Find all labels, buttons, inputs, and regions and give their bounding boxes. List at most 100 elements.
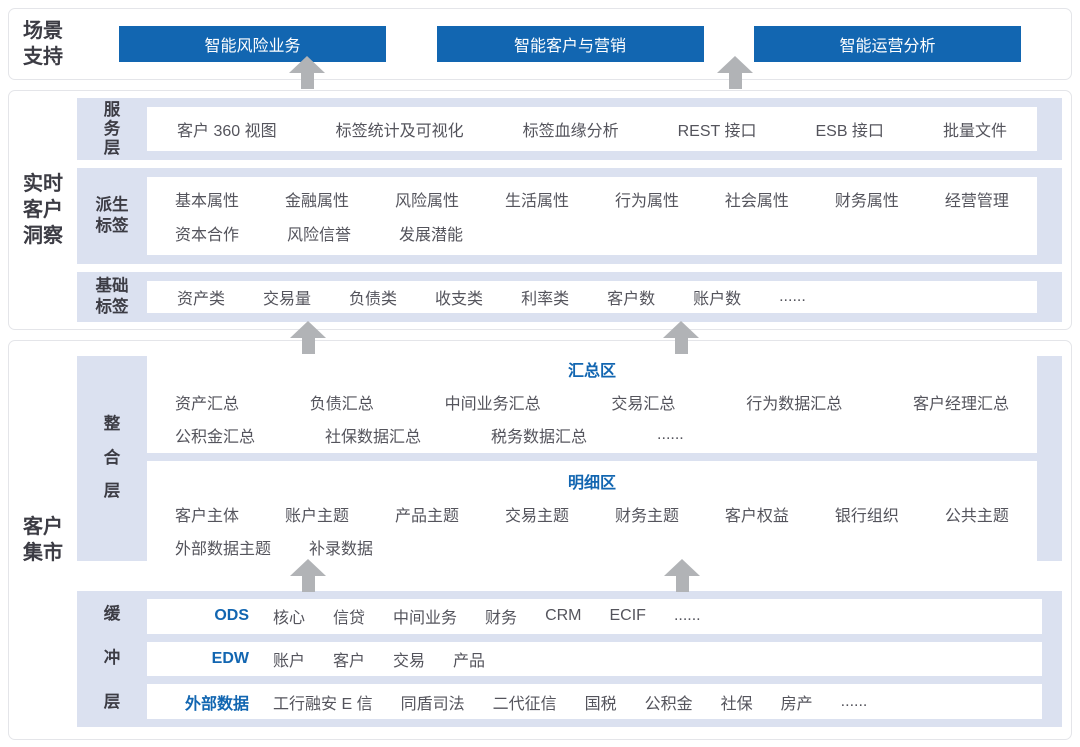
scene-support-section: 场景 支持 智能风险业务 智能客户与营销 智能运营分析 <box>8 8 1072 80</box>
summary-zone: 汇总区 资产汇总负债汇总中间业务汇总交易汇总行为数据汇总客户经理汇总 公积金汇总… <box>147 350 1037 453</box>
integration-layer-body: 汇总区 资产汇总负债汇总中间业务汇总交易汇总行为数据汇总客户经理汇总 公积金汇总… <box>147 350 1062 567</box>
buffer-item: ECIF <box>609 607 646 625</box>
scene-button-operation-analysis[interactable]: 智能运营分析 <box>754 26 1021 62</box>
basic-tags-label: 基础 标签 <box>95 276 129 317</box>
scene-support-label: 场景 支持 <box>23 20 63 68</box>
buffer-item-row: 工行融安 E 信同盾司法二代征信国税公积金社保房产...... <box>273 690 867 714</box>
basic-tag-item: ...... <box>779 288 806 306</box>
derived-tag-item: 基本属性 <box>175 193 240 211</box>
basic-tag-item: 负债类 <box>349 291 398 309</box>
buffer-item: 二代征信 <box>492 695 557 713</box>
detail-item: 产品主题 <box>394 508 459 525</box>
service-item: 标签统计及可视化 <box>335 123 464 141</box>
service-layer-label: 服 务 层 <box>103 100 121 157</box>
service-item: 客户 360 视图 <box>177 123 277 141</box>
scene-button-customer-marketing[interactable]: 智能客户与营销 <box>436 26 704 62</box>
basic-tag-row: 资产类交易量负债类收支类利率类客户数账户数...... <box>147 285 1037 309</box>
basic-tags-box: 资产类交易量负债类收支类利率类客户数账户数...... <box>147 281 1037 313</box>
summary-item: 负债汇总 <box>309 395 374 413</box>
detail-zone-title: 明细区 <box>567 475 616 492</box>
summary-item: 交易汇总 <box>611 395 676 413</box>
detail-item: 银行组织 <box>834 508 899 525</box>
summary-item: 税务数据汇总 <box>491 428 588 446</box>
buffer-keyword-ods: ODS <box>214 607 249 625</box>
derived-tag-item: 社会属性 <box>724 193 789 211</box>
derived-tag-item: 资本合作 <box>175 227 240 245</box>
buffer-item: 同盾司法 <box>400 695 465 713</box>
basic-tags-panel: 基础 标签 资产类交易量负债类收支类利率类客户数账户数...... <box>77 272 1062 322</box>
detail-item: 客户权益 <box>724 508 789 525</box>
detail-item: 补录数据 <box>309 541 374 558</box>
basic-tags-body: 资产类交易量负债类收支类利率类客户数账户数...... <box>147 272 1062 322</box>
integration-layer-label: 整 合 层 <box>103 414 121 501</box>
derived-tag-row: 基本属性 金融属性 风险属性 生活属性 行为属性 社会属性 财务属性 经营管理 <box>175 187 1009 211</box>
buffer-item: ...... <box>673 607 701 625</box>
up-arrow-icon <box>289 56 325 89</box>
derived-tag-item: 金融属性 <box>284 193 349 211</box>
derived-tag-item: 风险属性 <box>394 193 459 211</box>
detail-item: 账户主题 <box>284 508 349 525</box>
basic-tag-item: 资产类 <box>177 291 226 309</box>
realtime-insight-label: 实时 客户 洞察 <box>23 173 63 247</box>
derived-tag-item: 发展潜能 <box>399 227 464 245</box>
detail-item: 外部数据主题 <box>175 541 272 558</box>
detail-item: 财务主题 <box>614 508 679 525</box>
summary-item: 客户经理汇总 <box>912 395 1009 413</box>
buffer-layer-label: 缓 冲 层 <box>103 605 121 711</box>
derived-tag-row: 资本合作 风险信誉 发展潜能 <box>175 221 1009 245</box>
integration-layer-panel: 整 合 层 汇总区 资产汇总负债汇总中间业务汇总交易汇总行为数据汇总客户经理汇总… <box>77 350 1062 567</box>
buffer-item: 房产 <box>780 695 813 713</box>
buffer-item: CRM <box>545 607 582 625</box>
buffer-item: 客户 <box>333 653 366 670</box>
buffer-item: 核心 <box>273 610 306 628</box>
service-item: 标签血缘分析 <box>522 123 619 141</box>
derived-tag-item: 行为属性 <box>614 193 679 211</box>
up-arrow-icon <box>290 559 326 592</box>
buffer-item: 产品 <box>453 653 486 670</box>
service-layer-panel: 服 务 层 客户 360 视图 标签统计及可视化 标签血缘分析 REST 接口 ESB … <box>77 98 1062 161</box>
basic-tag-item: 利率类 <box>521 291 570 309</box>
summary-item: 行为数据汇总 <box>746 395 843 413</box>
detail-row: 外部数据主题 补录数据 <box>175 535 1009 559</box>
service-item: REST 接口 <box>677 123 757 141</box>
buffer-item: ...... <box>840 692 868 710</box>
derived-tag-item: 经营管理 <box>944 193 1009 211</box>
summary-zone-title: 汇总区 <box>567 362 616 380</box>
detail-item: 交易主题 <box>504 508 569 525</box>
summary-item: 社保数据汇总 <box>325 428 422 446</box>
detail-item: 公共主题 <box>944 508 1009 525</box>
service-item: ESB 接口 <box>815 123 884 141</box>
basic-tag-item: 账户数 <box>693 291 742 309</box>
derived-tag-item: 生活属性 <box>504 193 569 211</box>
basic-tag-item: 交易量 <box>263 291 312 309</box>
mart-panels: 整 合 层 汇总区 资产汇总负债汇总中间业务汇总交易汇总行为数据汇总客户经理汇总… <box>77 341 1071 739</box>
buffer-row-edw: EDW 账户客户交易产品 <box>147 641 1042 677</box>
summary-row: 公积金汇总社保数据汇总税务数据汇总...... <box>175 423 1009 447</box>
derived-tags-body: 基本属性 金融属性 风险属性 生活属性 行为属性 社会属性 财务属性 经营管理 资本合作 风险信… <box>147 168 1062 264</box>
derived-tag-item: 风险信誉 <box>287 227 352 245</box>
realtime-insight-section: 实时 客户 洞察 服 务 层 客户 360 视图 标签统计及可视化 标签血缘分析 RE… <box>8 90 1072 330</box>
derived-tags-box: 基本属性 金融属性 风险属性 生活属性 行为属性 社会属性 财务属性 经营管理 资本合作 风险信… <box>147 177 1037 256</box>
up-arrow-icon <box>717 56 753 89</box>
detail-row: 客户主体账户主题产品主题交易主题财务主题客户权益银行组织公共主题 <box>175 502 1009 526</box>
scene-button-row: 智能风险业务 智能客户与营销 智能运营分析 <box>77 9 1071 79</box>
buffer-item: 中间业务 <box>393 610 458 628</box>
derived-tag-item: 财务属性 <box>834 193 899 211</box>
buffer-item: 国税 <box>584 695 617 713</box>
derived-tags-panel: 派生 标签 基本属性金融属性风险属性生活属性行为属性社会属性财务属性经营管理 资… <box>77 168 1062 265</box>
customer-mart-label: 客户 集市 <box>23 516 63 564</box>
up-arrow-icon <box>290 321 326 354</box>
buffer-keyword-external-data: 外部数据 <box>184 695 249 713</box>
scene-button-risk[interactable]: 智能风险业务 <box>119 26 386 62</box>
buffer-item: 信贷 <box>333 610 366 628</box>
summary-item: 公积金汇总 <box>175 428 256 446</box>
buffer-item: 工行融安 E 信 <box>273 695 373 713</box>
